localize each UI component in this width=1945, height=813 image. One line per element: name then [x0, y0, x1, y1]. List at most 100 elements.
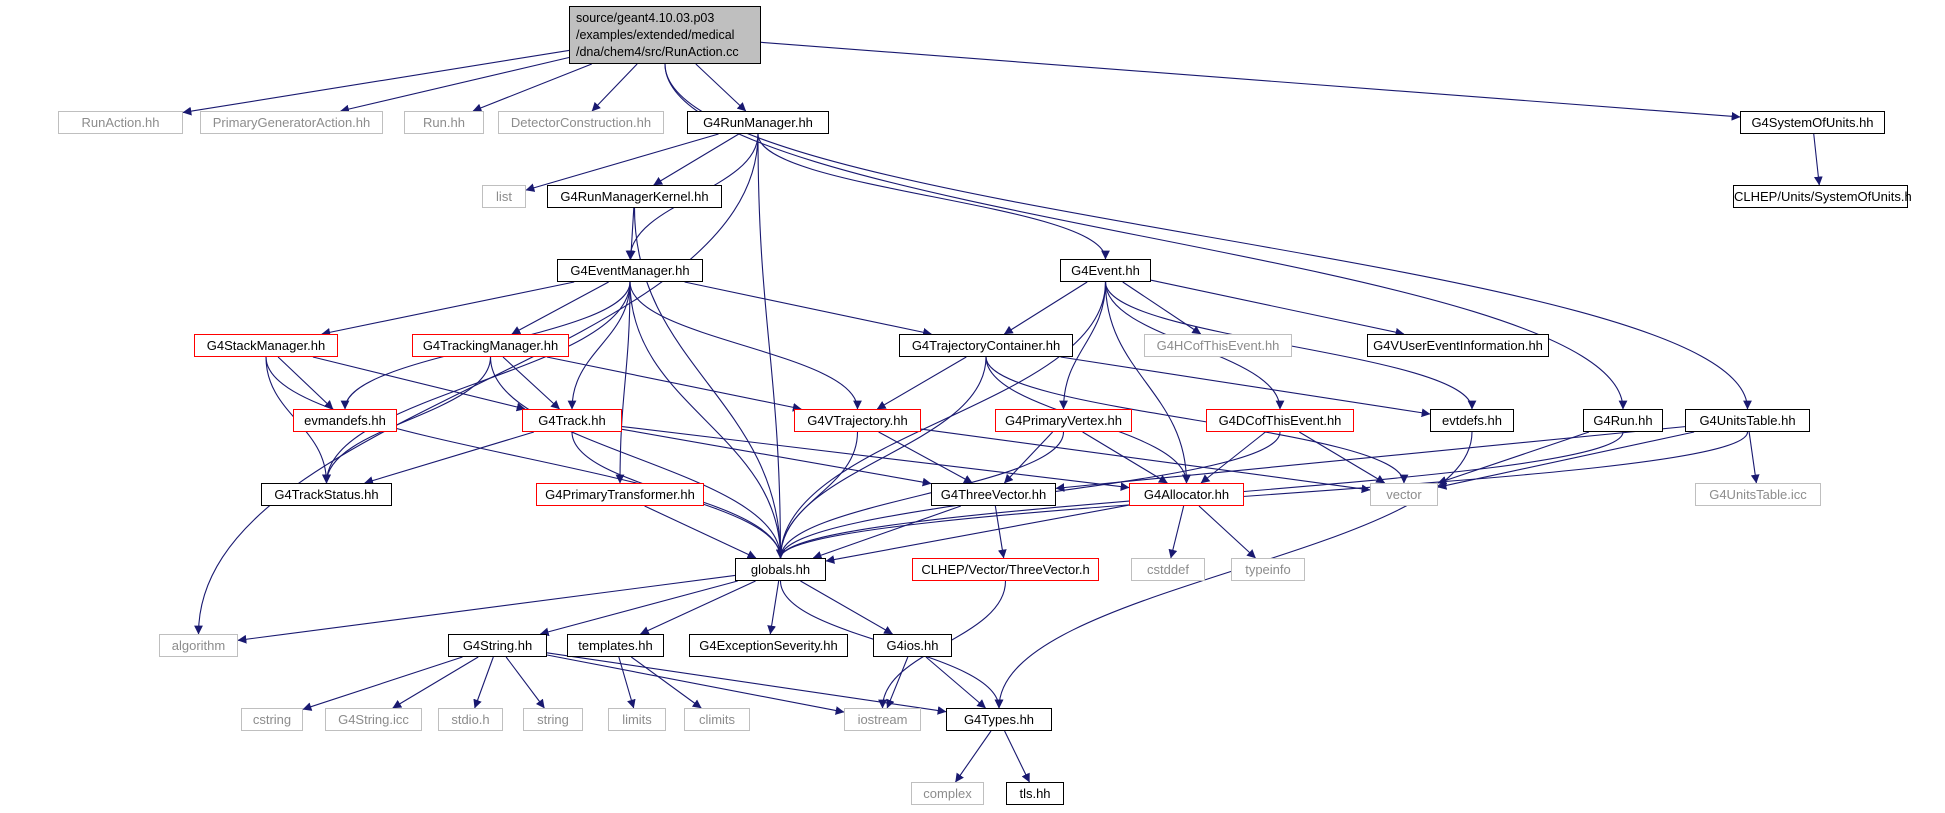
- node-clhep-threevector-h[interactable]: CLHEP/Vector/ThreeVector.h: [912, 558, 1099, 581]
- edge-g4stackmanager-to-evmandefs: [277, 356, 334, 410]
- edge-g4track-to-g4allocator: [621, 425, 1130, 491]
- edge-g4unitstable-to-g4threevector: [1055, 426, 1686, 492]
- edge-g4vtrajectory-to-vector: [920, 428, 1371, 494]
- node-g4trajectorycontainer-hh[interactable]: G4TrajectoryContainer.hh: [899, 334, 1073, 357]
- node-g4systemofunits-hh[interactable]: G4SystemOfUnits.hh: [1740, 111, 1885, 134]
- edge-g4allocator-to-globals: [825, 504, 1130, 564]
- dependency-edges: [182, 41, 1823, 783]
- node-g4hcofthisevent-hh[interactable]: G4HCofThisEvent.hh: [1144, 334, 1292, 357]
- node-climits[interactable]: climits: [684, 708, 750, 731]
- edge-root-to-run_hh: [472, 63, 592, 113]
- edge-g4unitstable-to-globals: [776, 431, 1749, 559]
- node-g4exceptionseverity-hh[interactable]: G4ExceptionSeverity.hh: [689, 634, 848, 657]
- node-iostream[interactable]: iostream: [844, 708, 921, 731]
- edge-g4eventmanager-to-g4track: [567, 281, 631, 410]
- edge-g4string-to-iostream: [546, 654, 845, 715]
- edge-g4allocator-to-typeinfo: [1198, 505, 1256, 559]
- node-typeinfo[interactable]: typeinfo: [1231, 558, 1305, 581]
- node-g4unitstable-hh[interactable]: G4UnitsTable.hh: [1685, 409, 1810, 432]
- node-list[interactable]: list: [482, 185, 526, 208]
- edge-g4stackmanager-to-globals: [265, 356, 785, 559]
- node-detectorconstruction-hh[interactable]: DetectorConstruction.hh: [498, 111, 664, 134]
- node-g4threevector-hh[interactable]: G4ThreeVector.hh: [931, 483, 1056, 506]
- edge-g4runmanager-to-g4event: [757, 133, 1110, 260]
- edge-g4dcofthisevent-to-vector: [1298, 431, 1386, 484]
- node-g4event-hh[interactable]: G4Event.hh: [1060, 259, 1151, 282]
- node-run-hh[interactable]: Run.hh: [404, 111, 484, 134]
- node-cstddef[interactable]: cstddef: [1131, 558, 1205, 581]
- node-evmandefs-hh[interactable]: evmandefs.hh: [293, 409, 397, 432]
- root-path-line-3: /dna/chem4/src/RunAction.cc: [576, 45, 739, 59]
- edge-g4eventmanager-to-g4primarytransformer: [615, 281, 631, 484]
- edge-g4event-to-g4hcofthisevent: [1122, 281, 1202, 335]
- node-runaction-hh[interactable]: RunAction.hh: [58, 111, 183, 134]
- edge-g4primarytransformer-to-globals: [644, 505, 757, 559]
- edge-g4trackingmanager-to-g4vtrajectory: [546, 356, 802, 412]
- edge-g4dcofthisevent-to-g4allocator: [1200, 431, 1266, 484]
- edge-globals-to-g4ios: [800, 580, 893, 635]
- edge-g4trajectorycontainer-to-evtdefs: [1060, 356, 1431, 418]
- node-vector[interactable]: vector: [1370, 483, 1438, 506]
- edge-g4event-to-globals: [776, 281, 1107, 559]
- edge-g4ios-to-g4types: [925, 656, 986, 709]
- node-g4types-hh[interactable]: G4Types.hh: [946, 708, 1052, 731]
- node-g4allocator-hh[interactable]: G4Allocator.hh: [1129, 483, 1244, 506]
- node-primarygeneratoraction-hh[interactable]: PrimaryGeneratorAction.hh: [200, 111, 383, 134]
- node-cstring[interactable]: cstring: [241, 708, 303, 731]
- edge-g4primaryvertex-to-g4allocator: [1082, 431, 1168, 484]
- node-g4trackingmanager-hh[interactable]: G4TrackingManager.hh: [412, 334, 569, 357]
- edge-root-to-runaction_hh: [182, 49, 570, 116]
- edge-g4unitstable-to-g4unitstable_icc: [1748, 431, 1760, 484]
- node-g4runmanagerkernel-hh[interactable]: G4RunManagerKernel.hh: [547, 185, 722, 208]
- node-tls-hh[interactable]: tls.hh: [1006, 782, 1064, 805]
- node-g4runmanager-hh[interactable]: G4RunManager.hh: [687, 111, 829, 134]
- node-g4eventmanager-hh[interactable]: G4EventManager.hh: [557, 259, 703, 282]
- edge-globals-to-templates: [640, 580, 756, 635]
- node-g4track-hh[interactable]: G4Track.hh: [522, 409, 622, 432]
- edge-g4runmanager-to-globals: [757, 133, 785, 559]
- node-g4vusereventinformation-hh[interactable]: G4VUserEventInformation.hh: [1367, 334, 1549, 357]
- node-evtdefs-hh[interactable]: evtdefs.hh: [1430, 409, 1514, 432]
- node-g4unitstable-icc[interactable]: G4UnitsTable.icc: [1695, 483, 1821, 506]
- edge-g4primaryvertex-to-g4threevector: [1003, 431, 1054, 484]
- edge-g4types-to-complex: [955, 730, 992, 783]
- node-g4trackstatus-hh[interactable]: G4TrackStatus.hh: [261, 483, 392, 506]
- edge-g4runmanager-to-list: [525, 133, 719, 192]
- node-g4dcofthisevent-hh[interactable]: G4DCofThisEvent.hh: [1206, 409, 1354, 432]
- node-templates-hh[interactable]: templates.hh: [567, 634, 664, 657]
- node-g4stackmanager-hh[interactable]: G4StackManager.hh: [194, 334, 338, 357]
- node-string[interactable]: string: [523, 708, 583, 731]
- node-g4ios-hh[interactable]: G4ios.hh: [873, 634, 952, 657]
- edge-globals-to-g4string: [539, 580, 738, 637]
- edge-g4runmanager-to-algorithm: [194, 133, 759, 635]
- node-runaction-cc[interactable]: source/geant4.10.03.p03 /examples/extend…: [569, 6, 761, 64]
- edge-g4string-to-g4string_icc: [392, 656, 479, 709]
- node-g4primarytransformer-hh[interactable]: G4PrimaryTransformer.hh: [536, 483, 704, 506]
- node-g4primaryvertex-hh[interactable]: G4PrimaryVertex.hh: [995, 409, 1132, 432]
- edge-g4vtrajectory-to-globals: [776, 431, 859, 559]
- node-complex[interactable]: complex: [911, 782, 984, 805]
- edge-g4eventmanager-to-g4trackingmanager: [511, 281, 609, 335]
- edge-g4trajectorycontainer-to-g4vtrajectory: [876, 356, 967, 410]
- edge-g4runmanager-to-g4runmanagerkernel: [653, 133, 740, 186]
- edge-g4event-to-g4allocator: [1104, 281, 1191, 484]
- edge-g4eventmanager-to-g4trajectorycontainer: [684, 281, 932, 337]
- edge-templates-to-limits: [618, 656, 636, 709]
- node-clhep-systemofunits-h[interactable]: CLHEP/Units/SystemOfUnits.h: [1733, 185, 1912, 208]
- node-limits[interactable]: limits: [608, 708, 666, 731]
- edge-g4string-to-stdio: [473, 656, 494, 709]
- node-algorithm[interactable]: algorithm: [159, 634, 238, 657]
- edge-g4trackingmanager-to-g4track: [502, 356, 560, 410]
- edge-g4event-to-g4vusereventinformation: [1150, 279, 1405, 337]
- edge-g4string-to-string: [505, 656, 545, 709]
- edge-g4track-to-g4threevector: [621, 428, 932, 487]
- node-g4vtrajectory-hh[interactable]: G4VTrajectory.hh: [794, 409, 921, 432]
- node-globals-hh[interactable]: globals.hh: [735, 558, 826, 581]
- node-g4string-icc[interactable]: G4String.icc: [325, 708, 422, 731]
- node-stdio-h[interactable]: stdio.h: [438, 708, 503, 731]
- node-g4run-hh[interactable]: G4Run.hh: [1583, 409, 1663, 432]
- edge-g4threevector-to-clhep_threevector: [994, 505, 1007, 559]
- edge-g4eventmanager-to-g4vtrajectory: [629, 281, 862, 410]
- edge-g4systemofunits-to-clhep_systemofunits: [1813, 133, 1823, 186]
- node-g4string-hh[interactable]: G4String.hh: [448, 634, 547, 657]
